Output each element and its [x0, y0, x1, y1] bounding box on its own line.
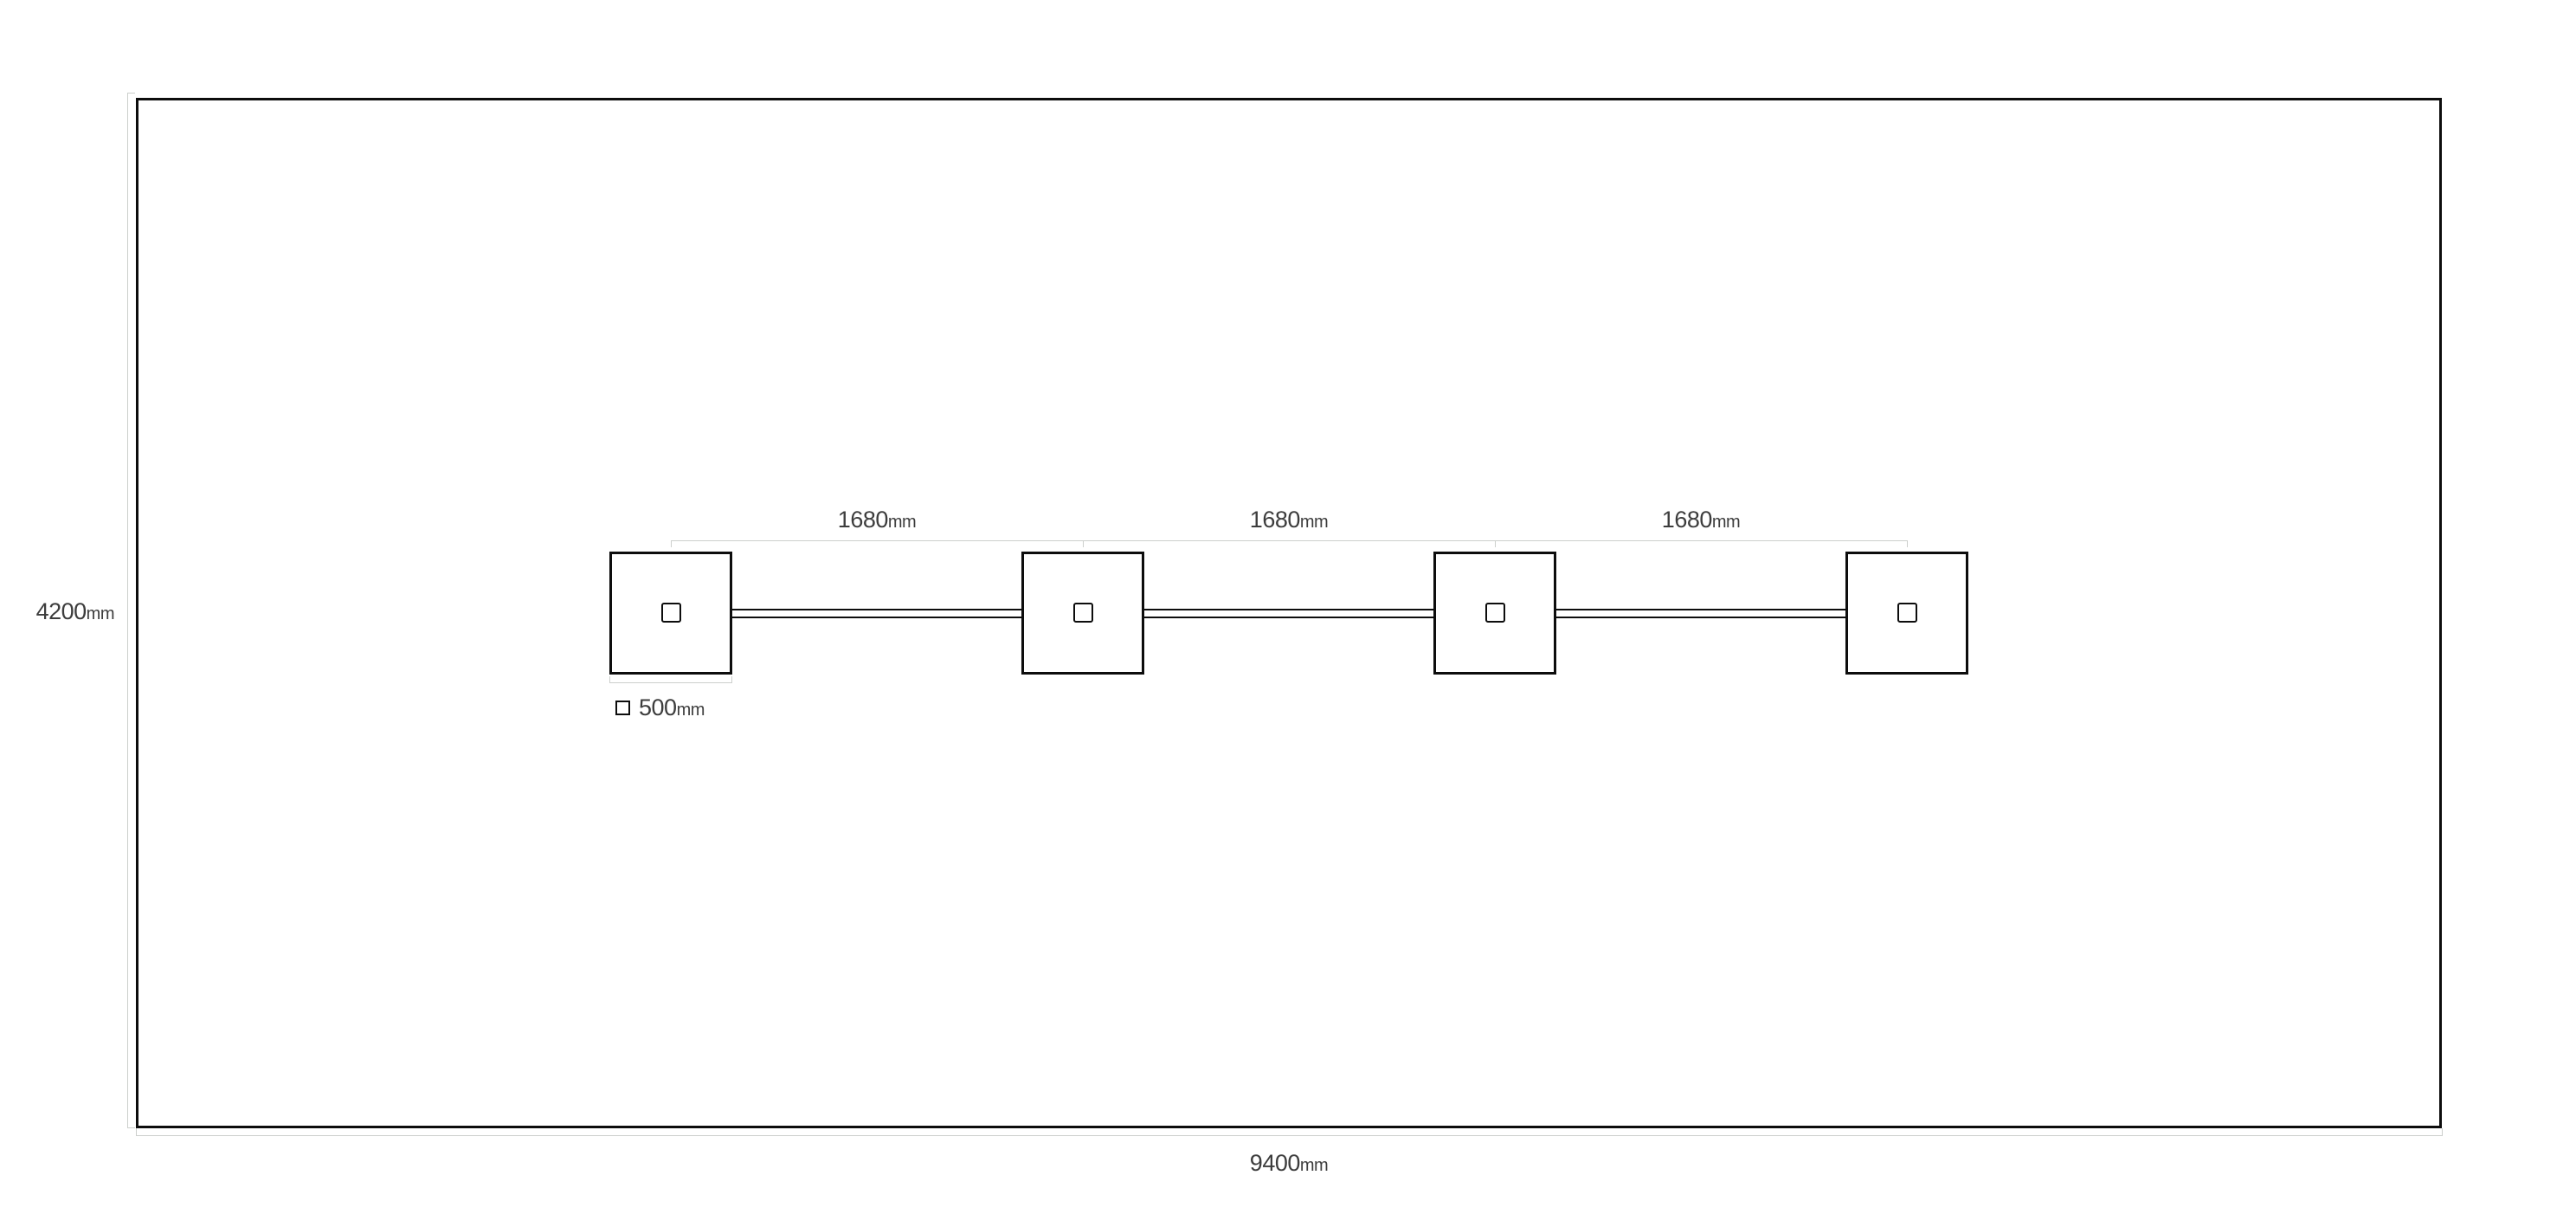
height-dimension-label: 4200mm	[22, 598, 115, 624]
square-size-label: 500mm	[639, 696, 705, 720]
square-size-tick-right	[731, 676, 732, 682]
spacing-dimension-label-1: 1680mm	[808, 508, 946, 532]
width-dimension-label: 9400mm	[1220, 1152, 1358, 1175]
height-dimension-line	[127, 93, 128, 1128]
spacing-tick-2	[1083, 540, 1084, 547]
square-size-dimension-line	[609, 682, 732, 683]
square-size-value: 500	[639, 694, 677, 720]
spacing-dimension-label-2: 1680mm	[1220, 508, 1358, 532]
spacing-tick-3	[1495, 540, 1496, 547]
spacing-2-unit: mm	[1299, 513, 1329, 532]
height-unit: mm	[86, 604, 115, 623]
boundary-rectangle	[136, 98, 2442, 1128]
connector-node-3	[1485, 603, 1505, 623]
spacing-2-value: 1680	[1249, 507, 1301, 533]
width-dimension-tick-left	[136, 1128, 137, 1135]
spacing-1-value: 1680	[837, 507, 889, 533]
legend: 500mm	[615, 696, 705, 720]
rail-line-bottom	[672, 617, 1908, 618]
spacing-dimension-line	[671, 540, 1908, 541]
spacing-dimension-label-3: 1680mm	[1632, 508, 1770, 532]
spacing-1-unit: mm	[887, 513, 917, 532]
connector-node-2	[1073, 603, 1093, 623]
connector-node-4	[1897, 603, 1917, 623]
square-legend-icon	[615, 701, 630, 715]
height-value: 4200	[35, 598, 87, 624]
rail-line-top	[672, 609, 1908, 610]
spacing-tick-1	[671, 540, 672, 547]
square-size-tick-left	[609, 676, 610, 682]
spacing-tick-4	[1907, 540, 1908, 547]
square-1	[609, 552, 732, 675]
spacing-3-value: 1680	[1661, 507, 1713, 533]
width-dimension-line	[136, 1135, 2443, 1136]
width-dimension-tick-right	[2442, 1128, 2443, 1135]
width-value: 9400	[1249, 1150, 1301, 1176]
height-dimension-tick-top	[127, 93, 135, 94]
connector-node-1	[661, 603, 681, 623]
spacing-3-unit: mm	[1711, 513, 1741, 532]
height-dimension-tick-bottom	[127, 1127, 135, 1128]
width-unit: mm	[1299, 1156, 1329, 1175]
square-size-unit: mm	[676, 701, 705, 720]
